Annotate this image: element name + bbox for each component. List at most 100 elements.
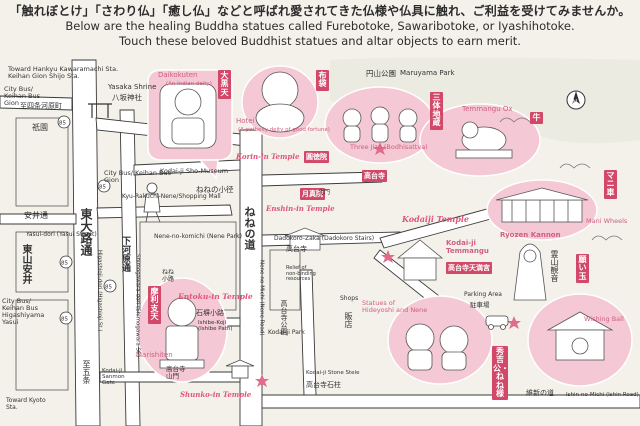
label-nene-lane: ねね 小路	[162, 269, 175, 283]
label-kodaiji-temmangu-en: Kodai-ji Temmangu	[446, 239, 489, 255]
label-marishiten: Marishiten	[136, 351, 173, 359]
label-temmangu-ox: Temmangu Ox	[462, 105, 513, 113]
road-shimogawara	[119, 109, 141, 426]
road-shops	[299, 269, 317, 396]
star-icon	[507, 316, 521, 329]
label-ryozen-kannon: Ryozen Kannon	[500, 231, 561, 239]
label-kannon-ja: 霊山観音	[550, 250, 559, 282]
tag-hotei: 布袋	[316, 70, 329, 91]
tag-kannon-ball: 願い玉	[576, 254, 589, 284]
tag-mani: マニ車	[604, 170, 617, 200]
label-nene-michi-en: Nene-no-Michi (Nene Road)	[258, 260, 265, 336]
label-shimogawara-ja: 下河原通	[120, 236, 130, 272]
torii-gate-icon	[88, 103, 112, 118]
label-mani-wheels: Mani Wheels	[586, 217, 628, 225]
decorative-clouds	[499, 117, 623, 241]
label-nene-park: Nene-no-komichi (Nene Park)	[154, 233, 242, 240]
label-wishing-ball: Wishing Ball	[584, 315, 624, 323]
label-to-shijo: 至四条河原町	[20, 102, 62, 110]
label-kodaiji-park-en: Kodai-ji Park	[268, 329, 305, 336]
block-kodaiji-park	[269, 249, 301, 311]
label-bus-gion: City Bus/ Keihan Bus Gion	[104, 169, 172, 185]
tag-korin: 圓徳院	[304, 151, 329, 163]
bus-stop-icon	[97, 179, 111, 193]
label-kodaiji-park-ja: 高台寺公園	[280, 300, 288, 335]
label-entoku-temple: Entoku-in Temple	[178, 292, 253, 301]
label-yasaka-en: Yasaka Shrine	[108, 83, 157, 91]
label-stele-en: Kodai-ji Stone Stele	[306, 370, 360, 376]
statue-sketches	[159, 71, 614, 371]
label-toward-hankyu: Toward Hankyu Kawaramachi Sta. Keihan Gi…	[8, 65, 119, 81]
label-nene-koji-ja: ねねの小径	[196, 185, 234, 194]
label-relief: Relief of non-binding resources	[286, 265, 316, 282]
label-to-gojo: 至五条	[82, 360, 91, 384]
tag-ox: 牛	[530, 112, 543, 125]
label-toward-kyoto: Toward Kyoto Sta.	[6, 397, 46, 411]
label-ishibe-en: Ishibe-Koji (Ishibe Path)	[198, 320, 233, 333]
label-ishin-ja: 維新の道	[526, 389, 554, 397]
tag-temmangu: 高台寺天満宮	[446, 262, 492, 274]
label-kodaiji-temple: Kodaiji Temple	[402, 214, 469, 224]
road-yasui-west	[0, 213, 77, 225]
label-bus-yasui: City Bus/ Keihan Bus Higashiyama Yasui	[2, 297, 45, 327]
header-english-line-1: Below are the healing Buddha statues cal…	[65, 19, 575, 33]
walking-person-icon	[143, 182, 161, 223]
label-higashioji-ja: 東大路通	[79, 208, 93, 256]
hotei-statue	[255, 71, 305, 133]
hideyoshi-nene-statues	[405, 323, 469, 371]
label-yasaka-ja: 八坂神社	[112, 93, 142, 102]
label-stele-ja: 高台寺石柱	[306, 381, 341, 389]
label-kitamon: 北門	[318, 189, 331, 196]
jizo-statues	[342, 106, 418, 143]
star-icon	[381, 250, 395, 263]
label-hotei: Hotei	[236, 117, 255, 125]
label-daikokuten-sub: (An Indian deity)	[166, 81, 212, 87]
label-maruyama-ja: 円山公園	[366, 69, 396, 78]
marishiten-statue	[159, 297, 205, 369]
bus-stop-icon	[103, 279, 117, 293]
tag-daikokuten: 大黒天	[218, 70, 231, 100]
label-hotei-sub: (A potbelly deity of good fortune)	[238, 127, 330, 133]
label-sho-museum: Kodai-ji Sho-Museum	[160, 167, 229, 175]
tag-marishiten: 摩利支天	[148, 286, 161, 324]
label-shimogawara-en: Shimogawara-dori (Shimogawara St.)	[134, 254, 141, 357]
car-icon	[485, 315, 509, 330]
tag-hideyoshi: 秀吉公・ねね様	[492, 346, 509, 401]
label-ishibe-ja: 石塀小路	[196, 309, 224, 317]
pagoda-icon	[225, 359, 255, 379]
bus-stop-number: 85	[61, 317, 68, 323]
tag-enshin: 月真院	[300, 188, 325, 200]
kodaiji-building	[284, 227, 326, 251]
label-sannomon-en: Kodai-ji Sanmon Gate	[102, 368, 125, 387]
tag-three-jizo: 三体地蔵	[430, 92, 443, 130]
svg-text:N: N	[572, 98, 577, 106]
label-dadokoro: Dadokoro-Zaka (Dadokoro Stairs)	[274, 235, 375, 242]
road-korin-lane	[261, 171, 383, 187]
label-three-jizo: Three Jizo (Bodhisattva)	[350, 143, 428, 151]
label-enshin-temple: Enshin-in Temple	[266, 204, 335, 213]
label-yasui-en: Yasui-dori (Yasui Street)	[26, 231, 97, 238]
road-higashioji	[71, 59, 101, 426]
label-gion-ja: 祇園	[32, 123, 48, 132]
tag-kodaiji: 高台寺	[362, 170, 387, 182]
daikokuten-statue	[159, 83, 217, 149]
label-shops-ja: 販店	[344, 312, 353, 328]
label-korin-temple: Korin-in Temple	[236, 152, 300, 161]
ox-statue	[455, 121, 513, 159]
bus-stop-icon	[57, 115, 71, 129]
label-daikokuten: Daikokuten	[158, 71, 198, 79]
bus-stop-number: 85	[105, 285, 112, 291]
road-ishin-no-michi	[261, 394, 640, 409]
ryozen-kannon-statue	[513, 243, 547, 301]
bubble-daikokuten-tail	[198, 159, 219, 180]
header-japanese: 「触れぼとけ」「さわり仏」「癒し仏」などと呼ばれ愛されてきた仏様や仏具に触れ、ご…	[9, 4, 631, 18]
road-nene-no-michi	[239, 129, 263, 426]
bus-stop-number: 85	[61, 261, 68, 267]
label-higashioji-en: Higashioji-dori (Higashioji St.)	[96, 250, 103, 332]
star-icon	[373, 142, 387, 155]
label-bus-gion-left: City Bus/ Keihan Bus Gion	[4, 85, 40, 108]
label-kodaiji-ja: 高台寺	[286, 245, 307, 253]
label-parking-en: Parking Area	[464, 291, 502, 298]
